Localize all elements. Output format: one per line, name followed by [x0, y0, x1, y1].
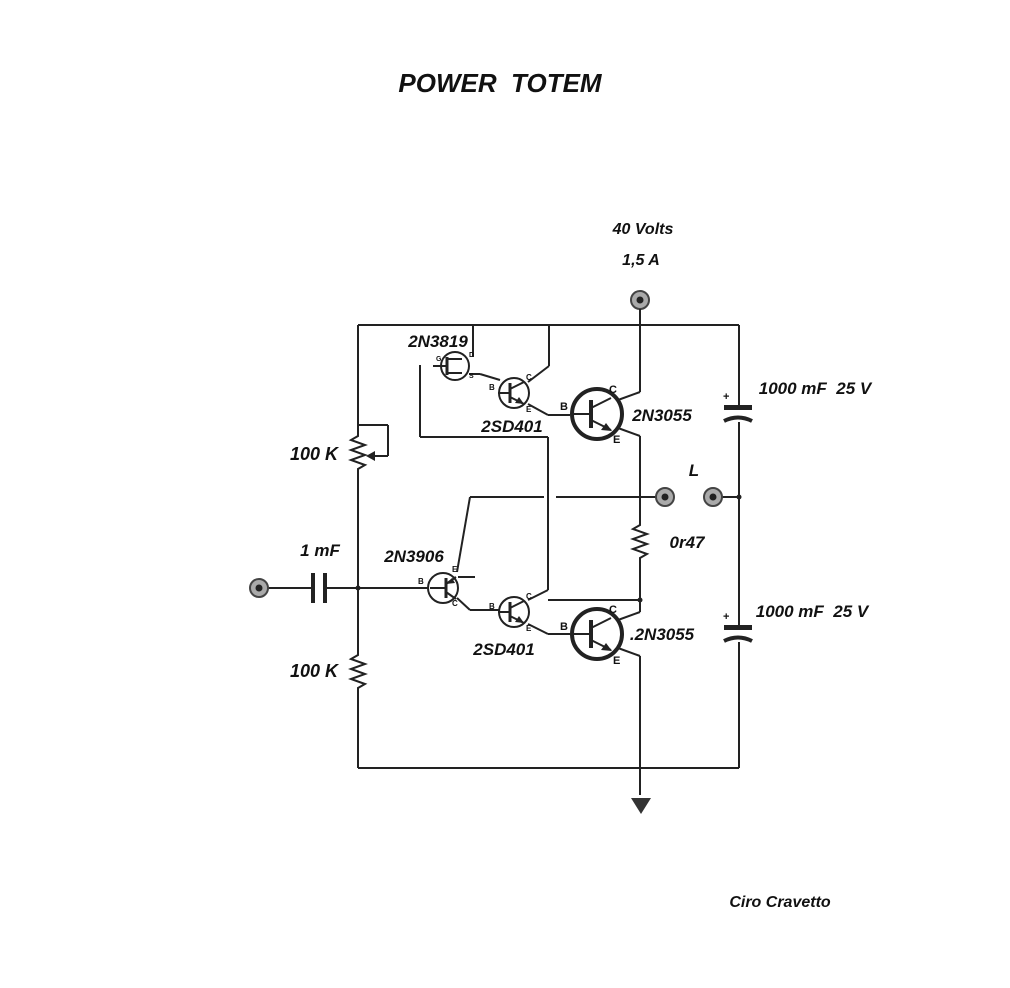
- capacitor-bottom-plus: +: [723, 611, 729, 623]
- ground-arrow-icon: [631, 798, 651, 814]
- driver-bottom-pin-c: C: [526, 592, 532, 601]
- jfet-transistor: [433, 351, 470, 381]
- power-transistor-top: [570, 387, 624, 441]
- input-terminal-icon: [249, 578, 269, 598]
- driver-transistor-bottom: [498, 596, 530, 628]
- driver-top-pin-b: B: [489, 383, 495, 392]
- power-top-pin-e: E: [613, 434, 620, 446]
- author-label: Ciro Cravetto: [729, 894, 831, 911]
- jfet-pin-g: G: [436, 356, 442, 363]
- driver-top-pin-c: C: [526, 373, 532, 382]
- pnp-transistor: [427, 572, 459, 604]
- capacitor-top-plus: +: [723, 391, 729, 403]
- emitter-resistor-label: 0r47: [670, 533, 707, 552]
- pnp-pin-b: B: [418, 577, 424, 586]
- power-bottom-pin-b: B: [560, 621, 568, 633]
- power-bottom-label: .2N3055: [630, 625, 695, 644]
- supply-terminal-icon: [630, 290, 650, 310]
- jfet-pin-s: S: [469, 373, 474, 380]
- pnp-pin-e: E: [452, 565, 458, 574]
- power-transistor-bottom: [570, 607, 624, 661]
- driver-top-label: 2SD401: [480, 417, 542, 436]
- emitter-resistor: [630, 520, 650, 562]
- power-top-pin-b: B: [560, 401, 568, 413]
- driver-top-pin-e: E: [526, 405, 532, 414]
- power-bottom-pin-c: C: [609, 604, 617, 616]
- wiring: [268, 309, 742, 795]
- load-label: L: [689, 461, 699, 480]
- bias-resistor: [348, 650, 368, 692]
- supply-current-label: 1,5 A: [622, 252, 660, 269]
- driver-bottom-pin-e: E: [526, 624, 532, 633]
- bias-resistor-label: 100 K: [290, 661, 340, 681]
- pnp-label: 2N3906: [383, 547, 444, 566]
- input-capacitor-label: 1 mF: [300, 541, 340, 560]
- driver-transistor-top: [498, 377, 530, 409]
- input-capacitor: [311, 573, 327, 603]
- load-terminal-icon: [655, 487, 723, 507]
- jfet-pin-d: D: [469, 352, 474, 359]
- capacitor-bottom: [723, 625, 753, 643]
- power-top-pin-c: C: [609, 384, 617, 396]
- potentiometer: [348, 430, 375, 475]
- driver-bottom-pin-b: B: [489, 602, 495, 611]
- diagram-title: POWER TOTEM: [398, 68, 603, 98]
- driver-bottom-label: 2SD401: [472, 640, 534, 659]
- capacitor-top: [723, 405, 753, 423]
- capacitor-top-label: 1000 mF 25 V: [759, 379, 873, 398]
- pot-label: 100 K: [290, 444, 340, 464]
- pnp-pin-c: C: [452, 599, 458, 608]
- power-top-label: 2N3055: [631, 406, 692, 425]
- power-bottom-pin-e: E: [613, 655, 620, 667]
- capacitor-bottom-label: 1000 mF 25 V: [756, 602, 870, 621]
- jfet-label: 2N3819: [407, 332, 468, 351]
- supply-voltage-label: 40 Volts: [612, 221, 674, 238]
